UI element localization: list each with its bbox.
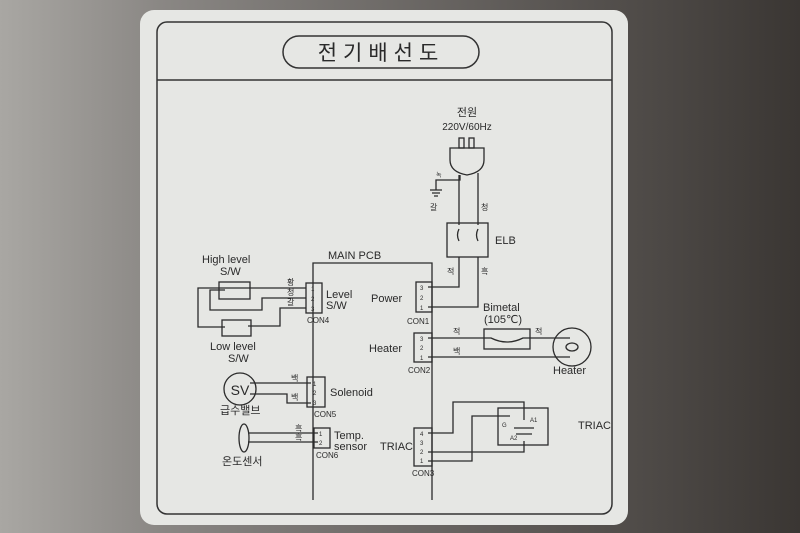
con1-pin2: 2 bbox=[420, 296, 424, 302]
elb-box bbox=[446, 222, 489, 258]
heater-icon bbox=[552, 327, 592, 367]
con3-pin1: 1 bbox=[420, 459, 424, 465]
low-level-label-2: S/W bbox=[228, 353, 249, 365]
wire-red-label-3: 적 bbox=[535, 326, 542, 336]
con3-pin4: 4 bbox=[420, 432, 424, 438]
low-level-switch-icon bbox=[221, 319, 252, 337]
wire-black-label-2: 흑 bbox=[295, 423, 302, 433]
wire-black-label-3: 흑 bbox=[295, 432, 302, 442]
con6-label-2: sensor bbox=[334, 441, 367, 453]
con3-block bbox=[413, 427, 433, 467]
elb-label: ELB bbox=[495, 235, 516, 247]
level-switch-wires bbox=[197, 287, 306, 328]
low-level-label-1: Low level bbox=[210, 341, 256, 353]
con2-pin2: 2 bbox=[420, 346, 424, 352]
ground-icon bbox=[430, 175, 461, 197]
wire-green-label: 녹 bbox=[436, 172, 442, 179]
wire-blue-label: 청 bbox=[481, 203, 488, 212]
elb-to-con1-wires bbox=[428, 257, 479, 308]
solenoid-valve-icon bbox=[223, 372, 257, 406]
plug-icon bbox=[449, 137, 485, 176]
con3-name: CON3 bbox=[412, 469, 435, 478]
con2-pin3: 3 bbox=[420, 337, 424, 343]
wire-brown-label: 갈 bbox=[430, 203, 438, 212]
con1-name: CON1 bbox=[407, 317, 430, 326]
wire-white-label-2: 백 bbox=[291, 373, 298, 383]
con3-pin3: 3 bbox=[420, 441, 424, 447]
power-spec: 220V/60Hz bbox=[442, 122, 491, 133]
con4-pin1: 1 bbox=[311, 287, 315, 293]
heater-label: Heater bbox=[553, 365, 586, 377]
sv-symbol: SV bbox=[231, 382, 250, 398]
con6-name: CON6 bbox=[316, 451, 339, 460]
wire-black-label-1: 흑 bbox=[481, 266, 488, 276]
wire-white-label-3: 백 bbox=[291, 392, 298, 402]
wire-blue-label-2: 청 bbox=[287, 288, 294, 297]
con5-name: CON5 bbox=[314, 410, 337, 419]
diagram-title: 전기배선도 bbox=[318, 42, 445, 65]
high-level-label-1: High level bbox=[202, 254, 250, 266]
heater-coil bbox=[565, 342, 579, 352]
pcb-outline bbox=[312, 262, 433, 500]
power-label: 전원 bbox=[457, 106, 477, 119]
wire-brown-label-2: 갈 bbox=[287, 298, 295, 307]
con4-name: CON4 bbox=[307, 316, 330, 325]
con4-pin3: 3 bbox=[311, 307, 315, 313]
temp-sensor-icon bbox=[238, 423, 250, 453]
con4-label-1: Level bbox=[326, 289, 352, 301]
elb-contacts bbox=[456, 228, 479, 242]
label-panel bbox=[140, 10, 628, 525]
bimetal-label: Bimetal bbox=[483, 302, 520, 314]
con5-pin3: 3 bbox=[313, 401, 317, 407]
panel-border bbox=[156, 21, 613, 515]
wire-red-label-1: 적 bbox=[447, 266, 454, 276]
con3-label: TRIAC bbox=[380, 441, 413, 453]
con5-pin1: 1 bbox=[313, 382, 317, 388]
con5-pin2: 2 bbox=[313, 391, 317, 397]
con1-label: Power bbox=[371, 293, 403, 305]
triac-label: TRIAC bbox=[578, 420, 611, 432]
pcb-label: MAIN PCB bbox=[328, 250, 381, 262]
bimetal-rating: (105℃) bbox=[484, 314, 522, 326]
sv-label: 급수밸브 bbox=[220, 404, 260, 417]
triac-pin-g: G bbox=[502, 423, 507, 429]
con2-name: CON2 bbox=[408, 366, 431, 375]
con6-block bbox=[313, 427, 331, 449]
triac-wires bbox=[428, 401, 534, 462]
sv-wires bbox=[250, 382, 311, 404]
heater-wires bbox=[428, 337, 570, 358]
con2-label: Heater bbox=[369, 343, 402, 355]
triac-pin-a1: A1 bbox=[530, 418, 538, 424]
wire-white-label-1: 백 bbox=[453, 346, 460, 356]
wire-red-label-2: 적 bbox=[453, 326, 460, 336]
plug-wires bbox=[458, 173, 479, 225]
con6-label-1: Temp. bbox=[334, 430, 364, 442]
con1-pin1: 1 bbox=[420, 306, 424, 312]
con1-pin3: 3 bbox=[420, 286, 424, 292]
con5-label: Solenoid bbox=[330, 387, 373, 399]
con2-block bbox=[413, 332, 433, 363]
con6-pin1: 1 bbox=[319, 432, 323, 438]
bimetal-box bbox=[483, 328, 531, 350]
temp-sensor-wires bbox=[248, 432, 318, 443]
con2-pin1: 1 bbox=[420, 356, 424, 362]
con4-label-2: S/W bbox=[326, 300, 347, 312]
con6-pin2: 2 bbox=[319, 441, 323, 447]
con3-pin2: 2 bbox=[420, 450, 424, 456]
con1-block bbox=[415, 281, 433, 313]
temp-sensor-label: 온도센서 bbox=[222, 455, 262, 468]
title-pill bbox=[282, 35, 480, 69]
triac-box bbox=[497, 407, 549, 446]
triac-pin-a2: A2 bbox=[510, 436, 518, 442]
con4-pin2: 2 bbox=[311, 297, 315, 303]
con5-block bbox=[306, 376, 326, 408]
high-level-label-2: S/W bbox=[220, 266, 241, 278]
wire-yellow-label: 황 bbox=[287, 277, 295, 287]
